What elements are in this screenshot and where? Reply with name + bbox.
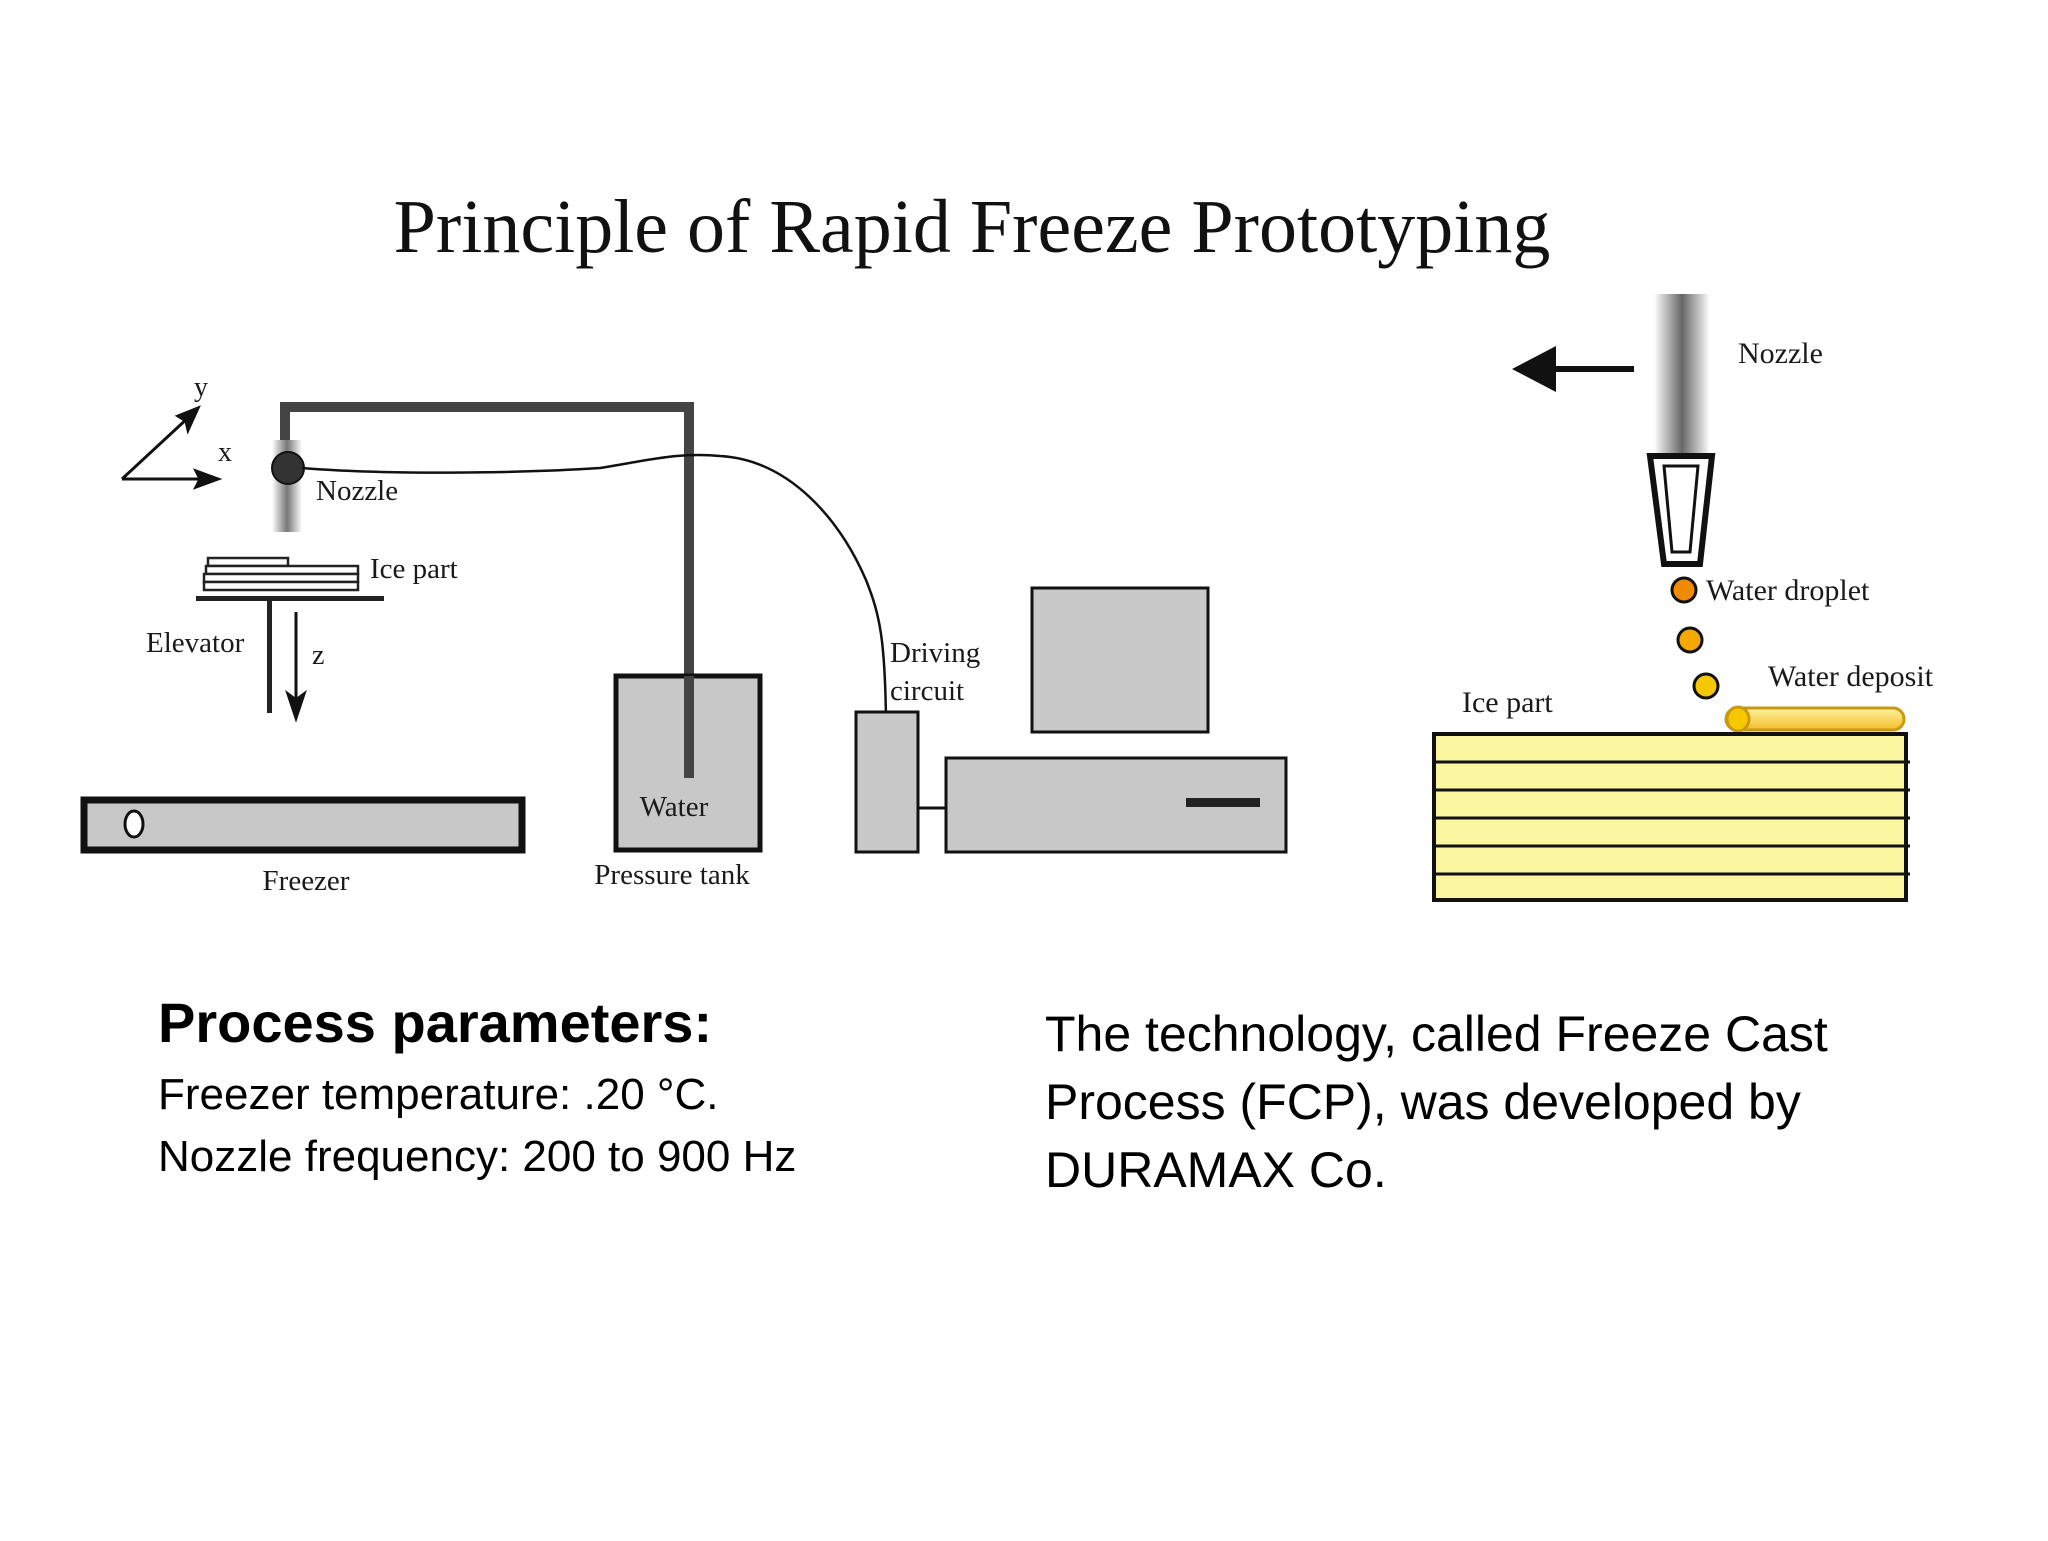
freezer-label: Freezer <box>263 865 350 897</box>
process-parameters-heading: Process parameters: <box>158 991 713 1054</box>
ice-part-stack <box>202 556 360 592</box>
water-pipe <box>684 676 694 778</box>
driving-circuit-box <box>854 710 920 854</box>
z-arrow <box>285 612 307 723</box>
water-droplet-2 <box>1676 626 1704 654</box>
water-droplet-3 <box>1692 672 1720 700</box>
axis-x-label: x <box>218 437 232 468</box>
driving-circuit-label-2: circuit <box>890 675 964 707</box>
elevator-label: Elevator <box>146 627 245 659</box>
elevator-shaft <box>267 601 272 713</box>
water-deposit-label: Water deposit <box>1768 660 1934 693</box>
nozzle-head <box>271 451 305 485</box>
nozzle-shaft <box>1654 294 1710 454</box>
axis-z-label: z <box>312 640 324 671</box>
nozzle-frequency-line: Nozzle frequency: 200 to 900 Hz <box>158 1132 797 1181</box>
freezer-port <box>123 809 145 839</box>
technology-description: The technology, called Freeze Cast Proce… <box>1045 1006 1828 1198</box>
ice-part-label-left: Ice part <box>370 553 458 585</box>
water-droplet-1 <box>1670 576 1698 604</box>
ice-part-block <box>1432 732 1910 902</box>
axis-y-label: y <box>194 372 208 403</box>
elevator-platform <box>196 596 384 601</box>
pressure-tank-label: Pressure tank <box>594 859 750 891</box>
freezer <box>80 796 526 854</box>
left-arrow-icon <box>1512 346 1634 392</box>
water-deposit <box>1724 706 1906 732</box>
axis-indicator <box>120 405 223 490</box>
gantry-frame <box>280 402 694 778</box>
computer-monitor <box>1030 586 1210 734</box>
water-droplet-label: Water droplet <box>1706 574 1870 607</box>
ice-part-label-right: Ice part <box>1462 686 1553 719</box>
driving-circuit-label-1: Driving <box>890 637 980 669</box>
slide-title: Principle of Rapid Freeze Prototyping <box>394 185 1551 269</box>
nozzle-label: Nozzle <box>316 475 398 507</box>
disk-drive-slot <box>1186 798 1260 807</box>
signal-cable <box>301 453 888 721</box>
nozzle-label-right: Nozzle <box>1738 337 1823 370</box>
water-label: Water <box>640 791 709 823</box>
freezer-temperature-line: Freezer temperature: .20 °C. <box>158 1070 719 1119</box>
